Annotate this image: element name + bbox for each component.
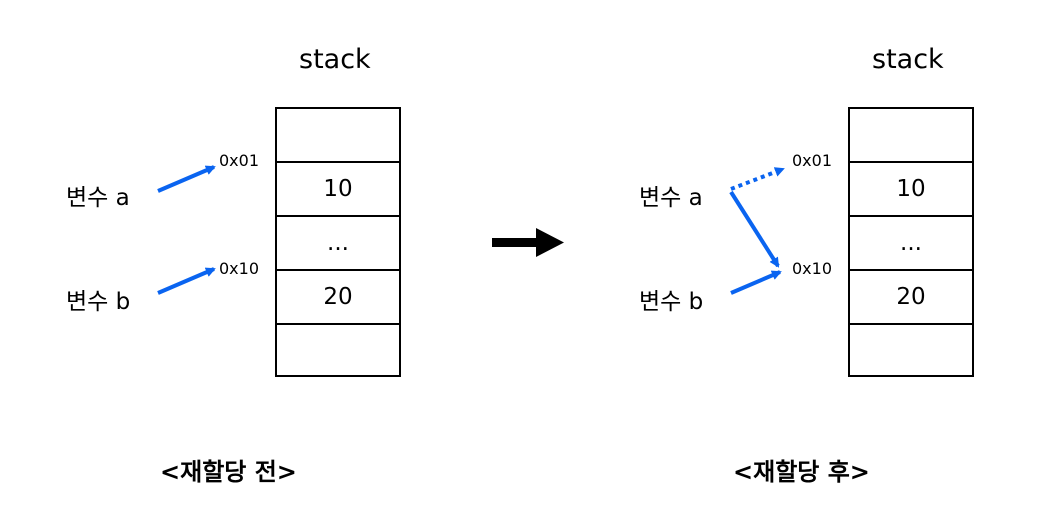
address-label: 0x10 (219, 259, 260, 278)
pointer-arrow-b (730, 270, 782, 295)
stack-cell (850, 109, 972, 163)
pointer-arrow-b (157, 267, 216, 295)
stack-cell: 10 (277, 163, 399, 217)
stack-cell: 10 (850, 163, 972, 217)
stack-cell: 20 (850, 271, 972, 325)
address-label: 0x01 (792, 151, 833, 170)
stack-memory: 10 ... 20 (848, 107, 974, 377)
new-pointer-arrow-a (729, 190, 780, 268)
panel-after-reassignment: stack 10 ... 20 0x01 0x10 변수 a 변수 b <재할당… (573, 0, 1039, 516)
stack-memory: 10 ... 20 (275, 107, 401, 377)
stack-cell: ... (277, 217, 399, 271)
stack-cell: ... (850, 217, 972, 271)
transition-arrow-icon (492, 228, 564, 257)
stack-cell: 20 (277, 271, 399, 325)
variable-b-label: 변수 b (639, 289, 704, 315)
pointer-arrow-a (157, 165, 216, 193)
pointer-arrows (729, 167, 785, 295)
stack-title: stack (299, 44, 371, 75)
variable-a-label: 변수 a (639, 185, 703, 211)
caption-after: <재할당 후> (733, 458, 870, 486)
caption-before: <재할당 전> (160, 458, 297, 486)
panel-before-reassignment: stack 10 ... 20 0x01 0x10 변수 a 변수 b <재할당… (0, 0, 500, 516)
pointer-arrows (157, 165, 216, 295)
variable-b-label: 변수 b (66, 289, 131, 315)
stack-cell (277, 109, 399, 163)
variable-a-label: 변수 a (66, 185, 130, 211)
stack-title: stack (872, 44, 944, 75)
old-pointer-arrow-a (730, 167, 785, 191)
address-label: 0x01 (219, 151, 260, 170)
address-label: 0x10 (792, 259, 833, 278)
